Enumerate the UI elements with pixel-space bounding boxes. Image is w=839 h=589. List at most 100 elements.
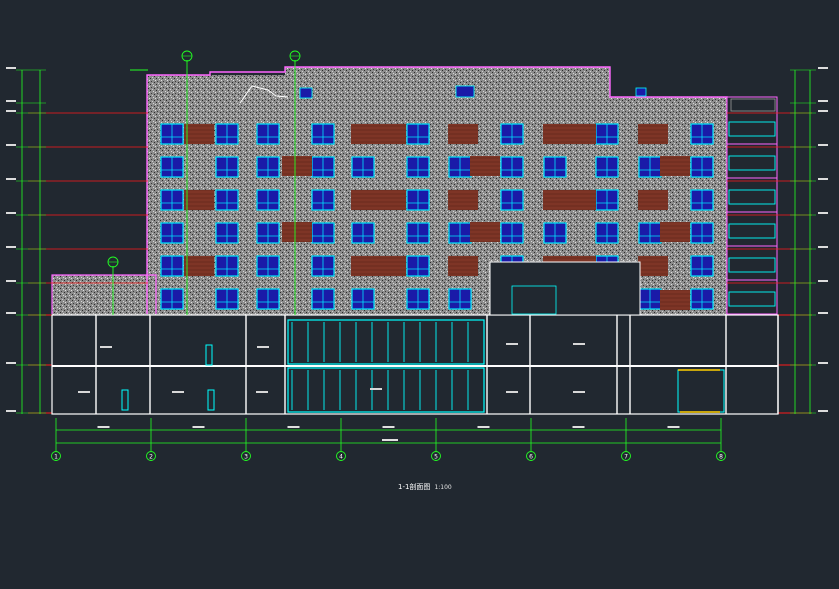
brick-panel xyxy=(184,256,214,276)
dimension-value-mark xyxy=(192,426,205,428)
elevation-value-mark xyxy=(818,312,828,314)
brick-panel xyxy=(184,124,214,144)
balcony-rail xyxy=(728,121,776,137)
door-opening xyxy=(207,389,215,411)
brick-panel xyxy=(351,190,381,210)
elevation-value-mark xyxy=(818,144,828,146)
podium-outline xyxy=(51,274,157,314)
elevation-value-mark xyxy=(6,312,16,314)
elevation-value-mark xyxy=(6,362,16,364)
room-label-mark xyxy=(573,391,585,393)
brick-panel xyxy=(448,190,478,210)
axis-bubble xyxy=(431,451,441,461)
balcony-rail xyxy=(728,189,776,205)
axis-label: 8 xyxy=(719,454,723,461)
atrium-glazing xyxy=(511,285,557,315)
elevation-value-mark xyxy=(818,100,828,102)
axis-label: 6 xyxy=(529,454,533,461)
atrium-frame xyxy=(489,261,641,316)
axis-bubble xyxy=(621,451,631,461)
dimension-total-mark xyxy=(382,439,398,441)
dimension-value-mark xyxy=(382,426,395,428)
room-label-mark xyxy=(506,391,518,393)
room-label-mark xyxy=(506,343,518,345)
axis-bubble xyxy=(146,451,156,461)
window-grid xyxy=(160,123,714,310)
brick-panel xyxy=(376,124,406,144)
room-label-mark xyxy=(256,391,268,393)
brick-panel xyxy=(184,190,214,210)
balcony-rail xyxy=(728,155,776,171)
axis-bubble xyxy=(716,451,726,461)
drawing-title: 1-1剖面图 xyxy=(398,483,431,491)
curtain-wall-lower xyxy=(287,367,485,413)
elevation-value-mark xyxy=(6,67,16,69)
axis-bubble xyxy=(336,451,346,461)
dimension-lines xyxy=(6,60,828,448)
roof-canopy xyxy=(239,85,289,104)
brick-panel xyxy=(566,124,596,144)
balcony-stack xyxy=(726,96,778,316)
axis-label: 7 xyxy=(624,454,628,461)
room-label-mark xyxy=(78,391,90,393)
axis-label: 1 xyxy=(54,454,58,461)
dimension-value-mark xyxy=(572,426,585,428)
elevation-value-mark xyxy=(6,410,16,412)
brick-panel xyxy=(376,190,406,210)
dimension-value-mark xyxy=(667,426,680,428)
elevation-value-mark xyxy=(6,246,16,248)
elevation-value-mark xyxy=(6,100,16,102)
brick-panel xyxy=(470,156,500,176)
facade-podium-left xyxy=(52,275,156,315)
brick-panel xyxy=(660,156,690,176)
dimension-value-mark xyxy=(97,426,110,428)
balcony-rail xyxy=(728,223,776,239)
elevation-value-mark xyxy=(818,362,828,364)
door-opening xyxy=(205,344,213,366)
axis-label: 4 xyxy=(339,454,343,461)
roof-window xyxy=(299,87,313,99)
elevation-value-mark xyxy=(6,110,16,112)
brick-panel xyxy=(543,124,573,144)
brick-panel xyxy=(638,190,668,210)
brick-panel xyxy=(566,190,596,210)
room-label-mark xyxy=(573,343,585,345)
brick-panel xyxy=(448,124,478,144)
elevation-value-mark xyxy=(6,144,16,146)
room-label-mark xyxy=(100,346,112,348)
brick-panel xyxy=(282,156,312,176)
room-label-mark xyxy=(257,346,269,348)
axis-bubble xyxy=(526,451,536,461)
section-cut xyxy=(51,261,779,415)
elevation-value-mark xyxy=(6,178,16,180)
brick-panel xyxy=(470,222,500,242)
elevation-value-mark xyxy=(818,212,828,214)
axis-label: 5 xyxy=(434,454,438,461)
roof-stair xyxy=(730,98,776,112)
axis-bubble xyxy=(51,451,61,461)
balcony-rail xyxy=(728,291,776,307)
brick-panel xyxy=(376,256,406,276)
brick-panel xyxy=(660,290,690,310)
axis-bubble xyxy=(241,451,251,461)
drawing-scale: 1:100 xyxy=(434,484,452,491)
roof-window xyxy=(455,85,475,98)
elevation-value-mark xyxy=(818,110,828,112)
brick-panel xyxy=(351,124,381,144)
annotations xyxy=(78,50,585,393)
elevation-value-mark xyxy=(6,280,16,282)
room-label-mark xyxy=(370,388,382,390)
room-label-mark xyxy=(172,391,184,393)
curtain-wall-upper xyxy=(287,319,485,365)
brick-panel xyxy=(660,222,690,242)
brick-panel xyxy=(351,256,381,276)
axis-label: 3 xyxy=(244,454,248,461)
elevation-value-mark xyxy=(818,410,828,412)
roof-window xyxy=(635,87,647,97)
brick-panel xyxy=(448,256,478,276)
brick-panel xyxy=(282,222,312,242)
door-opening xyxy=(121,389,129,411)
